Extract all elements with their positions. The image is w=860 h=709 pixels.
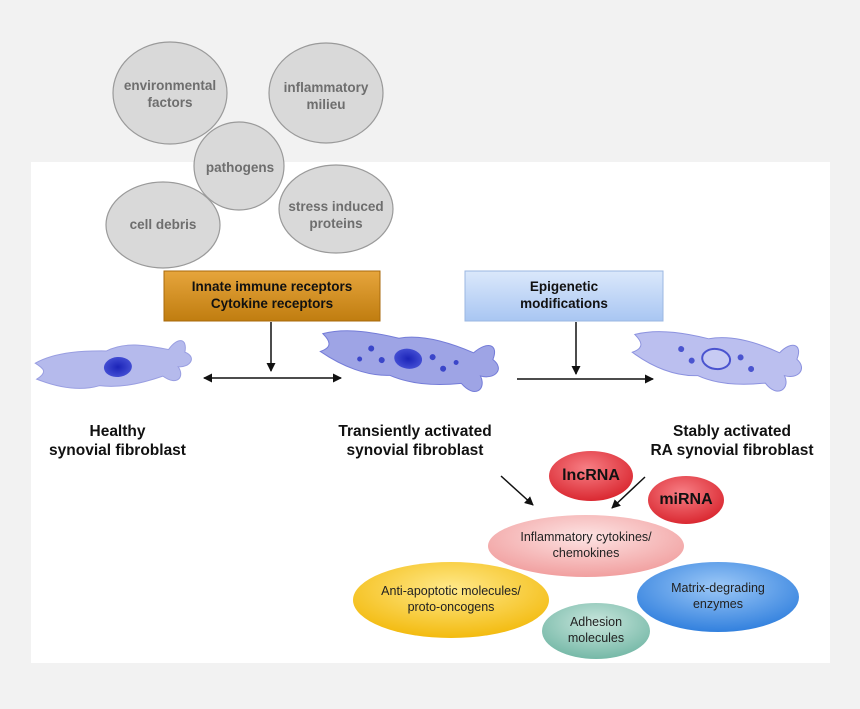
- cytokines-label: Inflammatory cytokines/ chemokines: [496, 530, 676, 561]
- stress-proteins-label: stress induced proteins: [288, 199, 384, 231]
- cell-debris-label: cell debris: [129, 217, 197, 232]
- adhesion-label-line1: Adhesion: [569, 615, 623, 629]
- transient-fibroblast-caption: Transiently activated synovial fibroblas…: [310, 422, 520, 461]
- healthy-fibroblast-caption: Healthy synovial fibroblast: [20, 422, 215, 461]
- epigenetic-label-line2: modifications: [520, 295, 608, 311]
- transient-caption-line1: Transiently activated: [338, 423, 492, 440]
- environmental-factors-circle: [112, 41, 228, 145]
- stable-output-arrow: [611, 476, 646, 509]
- stress-proteins-circle: [278, 164, 394, 254]
- stable-fibroblast-cell: [631, 331, 802, 392]
- cytokines-label-line1: Inflammatory cytokines/: [520, 530, 652, 544]
- stable-fibroblast-caption: Stably activated RA synovial fibroblast: [628, 422, 836, 461]
- anti-apoptotic-oval: [353, 562, 549, 638]
- matrix-degrading-oval: [637, 562, 799, 632]
- adhesion-oval: [542, 603, 650, 659]
- environmental-factors-label: environmental factors: [123, 78, 217, 110]
- cytokines-oval: [488, 515, 684, 577]
- matrix-label-line1: Matrix-degrading: [671, 581, 765, 595]
- adhesion-label-line2: molecules: [567, 630, 625, 645]
- lncrna-oval: [549, 451, 633, 501]
- matrix-label-line2: enzymes: [692, 596, 744, 611]
- adhesion-label: Adhesion molecules: [546, 615, 646, 646]
- stable-caption-line1: Stably activated: [672, 423, 792, 440]
- pathogens-label: pathogens: [205, 160, 275, 175]
- matrix-degrading-label: Matrix-degrading enzymes: [648, 581, 788, 612]
- epigenetic-box: [464, 270, 664, 322]
- anti-apoptotic-label-line2: proto-oncogens: [407, 599, 495, 614]
- anti-apoptotic-label-line1: Anti-apoptotic molecules/: [381, 584, 521, 598]
- mirna-label: miRNA: [659, 491, 713, 508]
- cytokines-label-line2: chemokines: [552, 545, 620, 560]
- inflammatory-milieu-circle: [268, 42, 384, 144]
- receptor-box: [163, 270, 381, 322]
- transient-fibroblast-cell: [319, 330, 499, 393]
- transient-caption-line2: synovial fibroblast: [346, 442, 484, 460]
- cell-debris-circle: [105, 181, 221, 269]
- anti-apoptotic-label: Anti-apoptotic molecules/ proto-oncogens: [361, 584, 541, 615]
- healthy-caption-line1: Healthy: [89, 423, 146, 440]
- receptor-label-line1: Innate immune receptors: [191, 279, 353, 294]
- receptor-label-line2: Cytokine receptors: [210, 295, 334, 311]
- healthy-fibroblast-cell: [34, 340, 192, 389]
- transient-output-arrow: [500, 475, 534, 506]
- epigenetic-box-label: Epigenetic modifications: [465, 279, 663, 313]
- pathogens-circle: [193, 121, 285, 211]
- healthy-caption-line2: synovial fibroblast: [49, 442, 186, 460]
- epigenetic-label-line1: Epigenetic: [529, 279, 599, 294]
- receptor-box-label: Innate immune receptors Cytokine recepto…: [164, 279, 380, 313]
- inflammatory-milieu-label: inflammatory milieu: [283, 80, 369, 112]
- stable-caption-line2: RA synovial fibroblast: [650, 442, 814, 460]
- mirna-oval: [648, 476, 724, 524]
- lncrna-label: lncRNA: [562, 467, 620, 484]
